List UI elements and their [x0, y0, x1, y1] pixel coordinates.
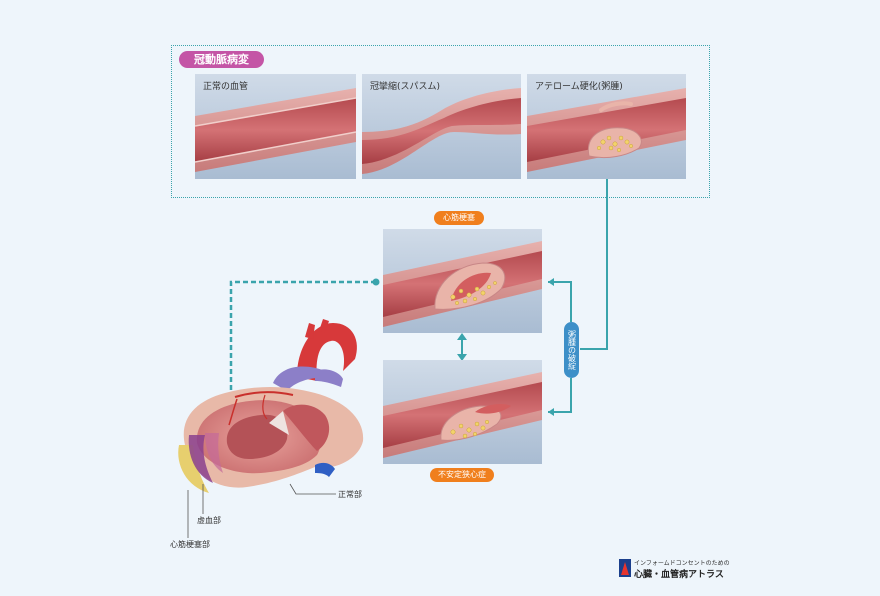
logo-mark: [621, 562, 629, 575]
heart-illustration: [178, 319, 364, 493]
panel-label-spasm: 冠攣縮(スパスム): [370, 82, 441, 92]
unstable-angina-vessel-illustration: [383, 360, 542, 464]
pill-unstable-angina: 不安定狭心症: [430, 468, 494, 482]
panel-label-atherosclerosis: アテローム硬化(粥腫): [535, 82, 623, 92]
pill-myocardial-infarction: 心筋梗塞: [434, 211, 484, 225]
panel-atherosclerosis: アテローム硬化(粥腫): [527, 74, 686, 179]
panel-label-normal: 正常の血管: [203, 82, 249, 92]
normal-vessel-illustration: [195, 74, 356, 179]
infarct-vessel-illustration: [383, 229, 542, 333]
atlas-logo-icon: [619, 559, 631, 577]
label-ischemic-part: 虚血部: [197, 516, 221, 525]
panel-unstable-angina-vessel: [383, 360, 542, 464]
panel-normal-vessel: 正常の血管: [195, 74, 356, 179]
atheroma-vessel-illustration: [527, 74, 686, 179]
logo-subtitle: インフォームドコンセントのための: [634, 560, 730, 567]
logo-title: 心臓・血管病アトラス: [634, 570, 724, 580]
label-normal-part: 正常部: [338, 490, 362, 499]
panel-spasm: 冠攣縮(スパスム): [362, 74, 521, 179]
coronary-lesion-frame: [171, 45, 710, 198]
spasm-vessel-illustration: [362, 74, 521, 179]
section-title: 冠動脈病変: [179, 51, 264, 68]
label-infarct-part: 心筋梗塞部: [170, 540, 210, 549]
plaque-rupture-text: 粥腫の破綻: [567, 330, 577, 370]
panel-infarct-vessel: [383, 229, 542, 333]
plaque-rupture-label: 粥腫の破綻: [564, 322, 579, 378]
